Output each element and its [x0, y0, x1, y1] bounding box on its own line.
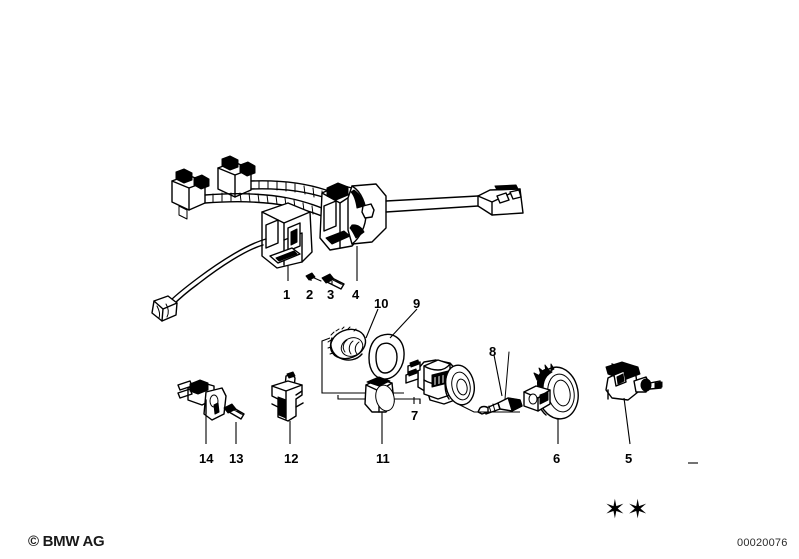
- screw-part-3: [321, 273, 345, 290]
- callout-1: 1: [283, 287, 291, 302]
- small-connector-piece: [523, 385, 551, 412]
- switch-housing-right: [319, 182, 387, 251]
- callout-9: 9: [413, 296, 421, 311]
- callout-5: 5: [625, 451, 633, 466]
- part-5-contact-assembly: [605, 361, 663, 401]
- callout-2: 2: [306, 287, 314, 302]
- callout-4: 4: [352, 287, 360, 302]
- callout-14: 14: [199, 451, 214, 466]
- stalk-end-terminal-left: [151, 295, 178, 322]
- part-13-screw: [223, 403, 245, 420]
- cigarette-lighter-assembly: [321, 308, 523, 415]
- bulb-holder: [477, 405, 489, 415]
- copyright-notice: © BMW AG: [28, 533, 105, 550]
- knurled-nut-part-10: [327, 326, 367, 361]
- lighter-socket-body: [405, 359, 476, 406]
- leader-lines-upper: [287, 246, 358, 285]
- screw-part-2: [305, 272, 322, 282]
- switch-housing-left: [169, 202, 313, 307]
- callout-11: 11: [376, 451, 390, 466]
- seal-ring-part-9: [368, 333, 405, 380]
- callout-10: 10: [374, 296, 389, 311]
- steering-column-switch-assembly: [151, 155, 524, 322]
- part-14-contact-bracket: [177, 379, 227, 421]
- callout-6: 6: [553, 451, 561, 466]
- part-12-expanding-rivet: [271, 371, 304, 422]
- footnote-stars-symbol: ✶✶: [604, 494, 650, 524]
- connector-plug-left: [171, 168, 210, 220]
- callout-13: 13: [229, 451, 244, 466]
- part-11-knob-cap: [364, 376, 395, 413]
- connector-plug-right: [217, 155, 256, 198]
- bulb-part-8: [483, 351, 523, 415]
- wiper-stalk-right: [385, 184, 524, 216]
- callout-8: 8: [489, 344, 497, 359]
- callout-7: 7: [411, 408, 419, 423]
- diagram-number: 00020076: [737, 537, 788, 549]
- callout-12: 12: [284, 451, 299, 466]
- leader-lines-lower: [205, 397, 698, 464]
- callout-3: 3: [327, 287, 335, 302]
